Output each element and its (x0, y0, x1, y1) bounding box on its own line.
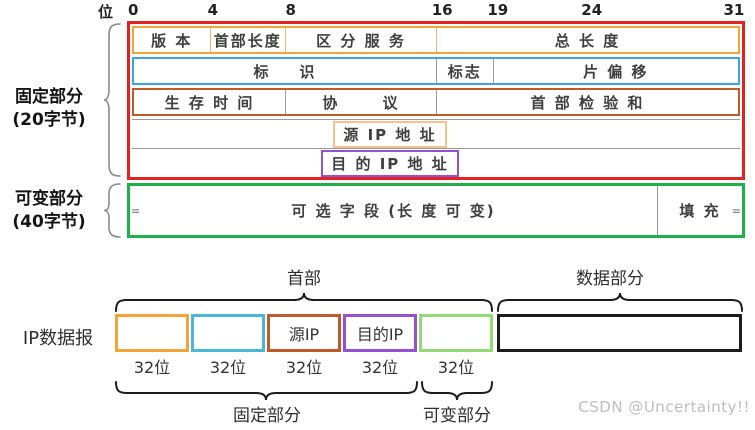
word-size-labels: 32位 32位 32位 32位 32位 (115, 354, 493, 378)
field-protocol: 协 议 (285, 90, 436, 114)
fixed-part-block: 版 本 首部长度 区 分 服 务 总 长 度 标 识 标志 片 偏 移 生 存 … (127, 21, 745, 180)
data-top-brace-icon (497, 292, 743, 312)
field-flags: 标志 (436, 59, 493, 83)
variable-part-label-line1: 可变部分 (15, 189, 83, 209)
break-mark-left-icon: = (131, 204, 141, 217)
variable-bottom-brace-label: 可变部分 (423, 406, 491, 426)
variable-part-brace-icon (103, 183, 121, 238)
word-size-label-3: 32位 (285, 358, 323, 377)
field-source-ip: 源 IP 地 址 (333, 120, 447, 148)
word-size-label-4: 32位 (361, 358, 399, 377)
field-total-length: 总 长 度 (436, 28, 738, 52)
fixed-part-side-label: 固定部分 (20字节) (1, 86, 97, 132)
field-ttl: 生 存 时 间 (164, 93, 255, 112)
bit-tick-31: 31 (723, 1, 745, 19)
variable-part-block: = 可 选 字 段 (长 度 可 变) 填 充 = (127, 183, 745, 238)
header-brace-label: 首部 (287, 269, 321, 289)
word-box-1 (115, 314, 189, 352)
field-fragment-offset: 片 偏 移 (492, 59, 738, 83)
header-row-5: 目 的 IP 地 址 (132, 148, 740, 177)
bit-tick-16: 16 (431, 1, 453, 19)
field-destination-ip: 目 的 IP 地 址 (321, 149, 459, 177)
field-padding: 填 充 (657, 186, 742, 235)
header-row-3: 生 存 时 间 协 议 首 部 检 验 和 (132, 88, 740, 116)
bit-tick-19: 19 (487, 1, 509, 19)
field-identification: 标 识 (253, 62, 317, 81)
bit-ruler-unit-label: 位 (98, 3, 114, 21)
field-version: 版 本 (151, 31, 193, 50)
bit-tick-24: 24 (581, 1, 603, 19)
variable-bottom-brace-icon (421, 381, 493, 401)
field-header-checksum: 首 部 检 验 和 (436, 90, 738, 114)
field-options: 可 选 字 段 (长 度 可 变) (291, 202, 496, 220)
break-mark-right-icon: = (731, 204, 741, 217)
fixed-part-label-line2: (20字节) (12, 110, 86, 130)
word-box-dest-ip: 目的IP (343, 314, 417, 352)
variable-part-label-line2: (40字节) (12, 212, 86, 232)
word-box-source-ip: 源IP (267, 314, 341, 352)
bit-tick-8: 8 (285, 1, 296, 19)
word-box-options (419, 314, 493, 352)
bit-ruler: 0 4 8 16 19 24 31 (127, 1, 745, 19)
word-size-label-5: 32位 (437, 358, 475, 377)
bit-tick-0: 0 (127, 1, 139, 19)
csdn-watermark: CSDN @Uncertainty!! (578, 398, 750, 416)
data-part-box (497, 314, 742, 352)
fixed-part-label-line1: 固定部分 (15, 87, 83, 107)
field-header-length: 首部长度 (209, 28, 286, 52)
bit-tick-4: 4 (207, 1, 219, 19)
word-size-label-2: 32位 (209, 358, 247, 377)
fixed-part-brace-icon (103, 23, 121, 177)
variable-part-side-label: 可变部分 (40字节) (1, 188, 97, 234)
header-top-brace-icon (115, 292, 493, 312)
fixed-bottom-brace-icon (115, 381, 418, 401)
datagram-word-boxes: 源IP 目的IP (115, 314, 493, 352)
header-row-4: 源 IP 地 址 (132, 119, 740, 148)
ip-datagram-label: IP数据报 (22, 328, 94, 349)
header-row-1: 版 本 首部长度 区 分 服 务 总 长 度 (132, 26, 740, 54)
fixed-bottom-brace-label: 固定部分 (233, 406, 301, 426)
field-dscp: 区 分 服 务 (285, 28, 436, 52)
data-brace-label: 数据部分 (576, 269, 644, 289)
word-box-2 (191, 314, 265, 352)
word-size-label-1: 32位 (133, 358, 171, 377)
header-row-2: 标 识 标志 片 偏 移 (132, 57, 740, 85)
